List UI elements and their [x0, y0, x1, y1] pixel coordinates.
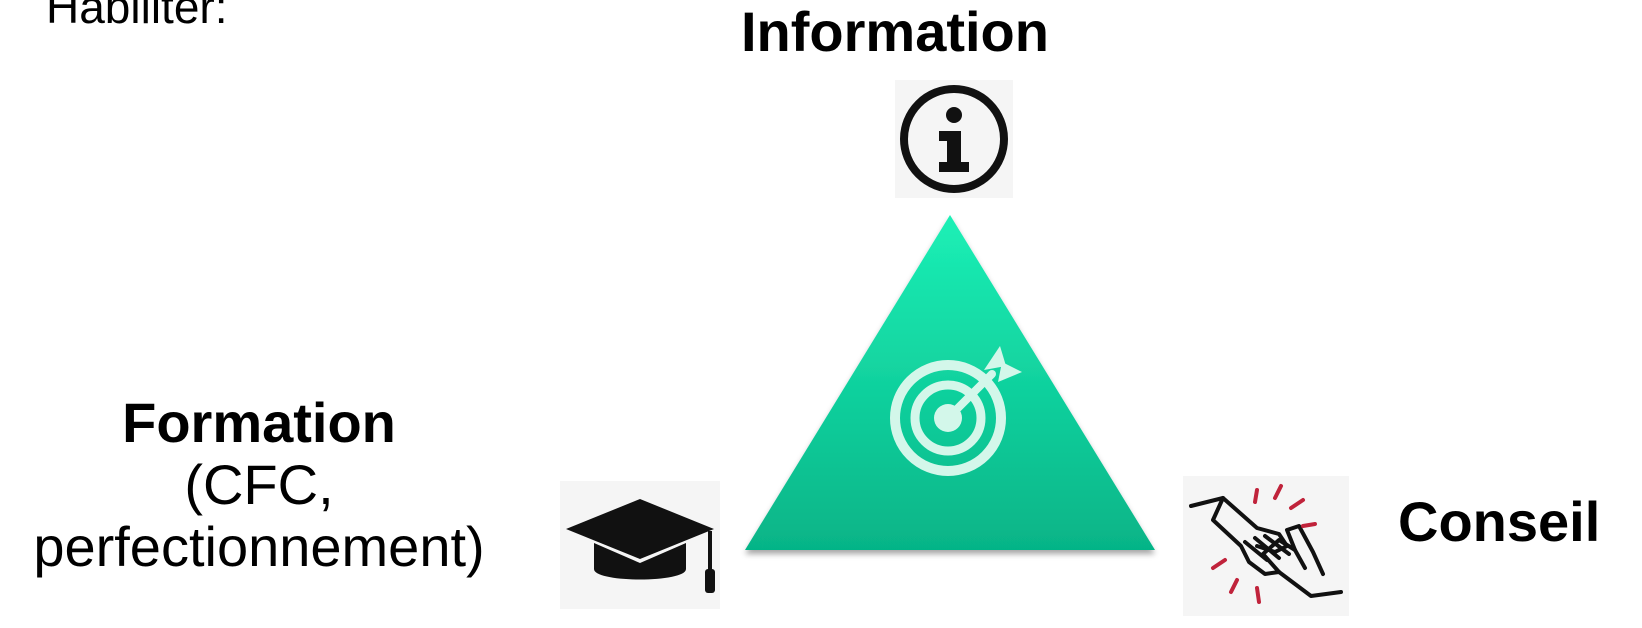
formation-subtitle-line1: (CFC,	[184, 453, 334, 516]
target-icon	[890, 346, 1022, 476]
handshake-icon	[1183, 476, 1349, 616]
information-label: Information	[741, 0, 1049, 63]
conseil-label: Conseil	[1398, 490, 1601, 553]
info-icon	[895, 80, 1013, 198]
graduation-cap-icon	[560, 481, 720, 609]
formation-subtitle-line2: perfectionnement)	[33, 515, 485, 578]
formation-block: Formation (CFC, perfectionnement)	[0, 392, 518, 578]
heading: Habiliter:	[46, 0, 228, 33]
center-triangle	[730, 210, 1170, 570]
formation-title: Formation	[122, 391, 396, 454]
